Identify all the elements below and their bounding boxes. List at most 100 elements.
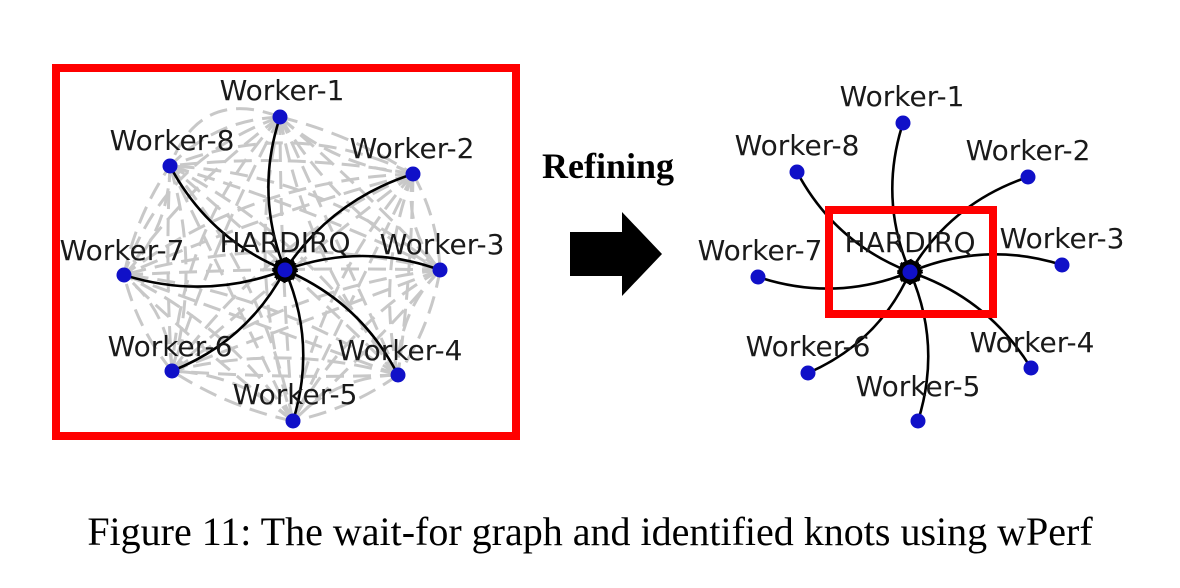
right-label-worker-3: Worker-3 [1000,222,1125,255]
left-edge-worker-7 [123,268,287,288]
left-ghost-edge-35 [169,164,441,272]
left-ghost-edge-45 [171,369,294,423]
left-ghost-edge-33 [123,267,441,277]
left-ghost-edge-24 [169,141,414,176]
refining-arrow-icon [570,212,662,296]
right-label-worker-5: Worker-5 [856,370,981,403]
right-label-hardirq: HARDIRQ [845,226,976,259]
left-edge-worker-8 [168,165,287,272]
left-node-worker-4 [390,367,406,383]
left-node-worker-2 [405,166,421,182]
right-label-worker-1: Worker-1 [840,80,965,113]
left-ghost-edge-32 [123,249,441,277]
left-ghost-edge-13 [168,115,281,168]
right-edge-worker-5 [908,270,930,422]
left-node-worker-8 [162,158,178,174]
left-ghost-edge-20 [170,172,414,372]
left-ghost-edge-10 [122,115,281,276]
right-label-worker-2: Worker-2 [966,134,1091,167]
left-node-worker-7 [116,267,132,283]
left-ghost-edge-1 [279,115,414,176]
left-ghost-edge-51 [122,274,174,372]
left-node-worker-5 [285,413,301,429]
right-label-worker-8: Worker-8 [735,129,860,162]
left-nodes: Worker-1Worker-2Worker-3Worker-4Worker-5… [60,74,505,429]
left-ghost-edge-42 [169,164,400,376]
left-ghost-edge-27 [396,269,442,376]
right-edge-worker-3 [908,253,1063,274]
right-label-worker-6: Worker-6 [746,330,871,363]
right-node-worker-3 [1054,257,1070,273]
left-label-worker-4: Worker-4 [338,334,463,367]
left-edge-worker-1 [267,116,287,272]
left-edge-worker-5 [283,268,305,422]
left-node-worker-6 [164,363,180,379]
left-ghost-edge-55 [122,165,172,276]
left-ghost-edge-40 [123,273,399,377]
figure-caption: Figure 11: The wait-for graph and identi… [87,509,1093,554]
right-edge-worker-4 [908,269,1033,369]
left-ghost-edge-17 [396,173,415,376]
right-node-worker-6 [800,365,816,381]
left-ghost-edges [122,107,442,423]
left-node-worker-3 [432,262,448,278]
left-ghost-edge-6 [263,116,295,422]
left-node-worker-1 [272,109,288,125]
left-ghost-edge-54 [122,165,172,277]
left-ghost-edge-5 [278,116,400,376]
right-node-worker-4 [1023,360,1039,376]
left-ghost-edge-46 [123,273,295,422]
right-label-worker-7: Worker-7 [698,234,823,267]
left-ghost-edge-16 [388,173,415,376]
left-ghost-edge-48 [168,165,295,422]
left-edge-worker-3 [283,254,441,273]
left-ghost-edge-41 [123,273,399,377]
left-label-worker-2: Worker-2 [350,132,475,165]
right-edge-worker-7 [757,270,912,290]
left-ghost-edge-18 [291,173,415,422]
right-node-worker-8 [789,164,805,180]
refining-label: Refining [542,146,674,186]
left-label-worker-5: Worker-5 [233,378,358,411]
left-node-hardirq [277,262,293,278]
right-node-worker-7 [750,269,766,285]
right-label-worker-4: Worker-4 [970,326,1095,359]
right-knot-frame [825,206,997,318]
left-ghost-edge-31 [171,268,441,373]
right-graph-panel: Worker-1Worker-2Worker-3Worker-4Worker-5… [698,80,1125,429]
left-ghost-edge-12 [168,107,281,167]
left-ghost-edge-37 [292,373,399,423]
left-edge-worker-2 [283,172,414,272]
right-node-hardirq [902,264,918,280]
right-nodes: Worker-1Worker-2Worker-3Worker-4Worker-5… [698,80,1125,429]
right-edge-worker-6 [807,270,912,375]
left-edge-worker-4 [283,268,400,376]
left-ghost-edge-21 [171,172,414,373]
left-ghost-edge-3 [279,115,442,272]
right-edge-worker-1 [891,122,912,274]
left-ghost-edge-25 [169,159,414,176]
left-label-worker-6: Worker-6 [108,330,233,363]
right-node-worker-5 [910,413,926,429]
right-edge-worker-8 [795,171,912,274]
left-label-worker-8: Worker-8 [110,124,235,157]
left-ghost-edge-15 [411,173,442,271]
left-ghost-edge-39 [171,369,399,378]
left-label-hardirq: HARDIRQ [220,226,351,259]
left-ghost-edge-49 [168,165,295,422]
left-edges [123,116,441,422]
left-ghost-edge-30 [171,268,441,373]
left-knot-frame [52,64,520,440]
left-ghost-edge-34 [169,164,441,272]
left-graph-panel: Worker-1Worker-2Worker-3Worker-4Worker-5… [52,64,520,440]
left-edge-worker-6 [171,268,287,373]
left-label-worker-3: Worker-3 [380,228,505,261]
left-ghost-edge-23 [123,172,414,277]
left-ghost-edge-38 [171,356,399,377]
left-label-worker-1: Worker-1 [220,74,345,107]
left-label-worker-7: Worker-7 [60,234,185,267]
right-node-worker-1 [895,115,911,131]
left-ghost-edge-22 [123,172,414,277]
left-ghost-edge-43 [169,164,400,377]
